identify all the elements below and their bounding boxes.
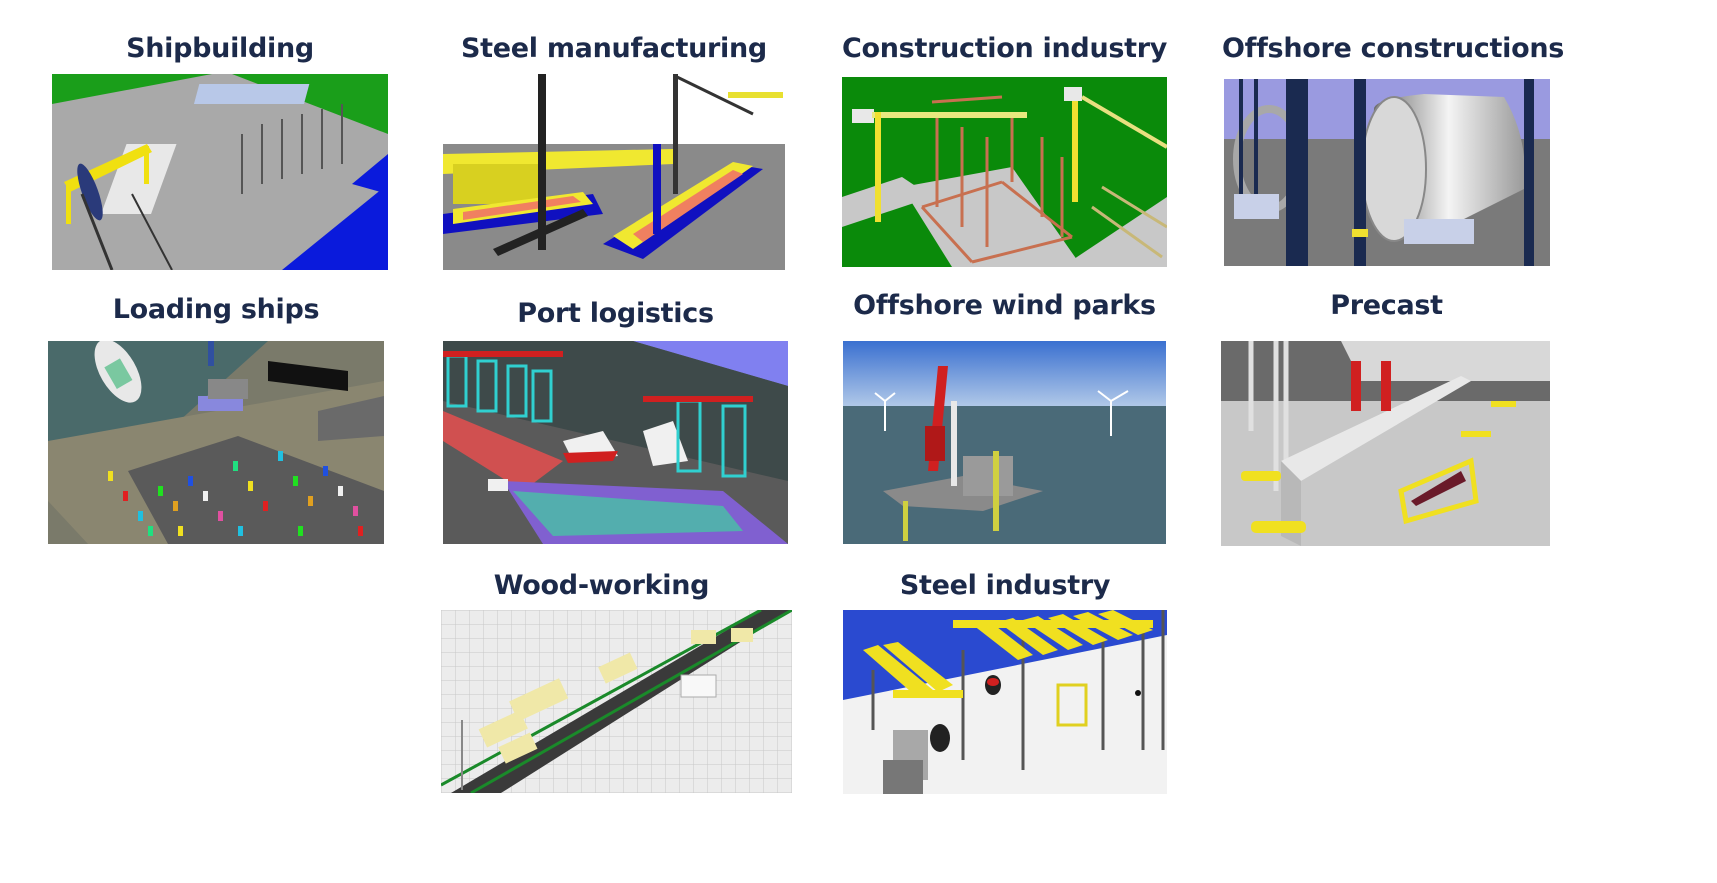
steel-industry-image [843, 610, 1167, 794]
loading-ships-image [48, 341, 384, 544]
tile-title: Loading ships [112, 294, 320, 325]
precast-image [1221, 341, 1550, 546]
wood-working-image [441, 610, 792, 793]
tile-title: Wood-working [493, 570, 710, 601]
tile-title: Shipbuilding [126, 33, 314, 64]
port-logistics-image [443, 341, 788, 544]
construction-industry-image [842, 77, 1167, 267]
tile-title: Steel industry [899, 570, 1111, 601]
tile-title: Offshore constructions [1222, 33, 1565, 64]
tile-title: Steel manufacturing [461, 33, 767, 64]
offshore-wind-parks-image [843, 341, 1166, 544]
shipbuilding-image [52, 74, 388, 270]
steel-manufacturing-image [443, 74, 785, 270]
tile-title: Construction industry [842, 33, 1168, 64]
offshore-constructions-image [1224, 79, 1550, 266]
tile-title: Offshore wind parks [853, 290, 1156, 321]
tile-title: Precast [1330, 290, 1443, 321]
tile-title: Port logistics [517, 298, 714, 329]
